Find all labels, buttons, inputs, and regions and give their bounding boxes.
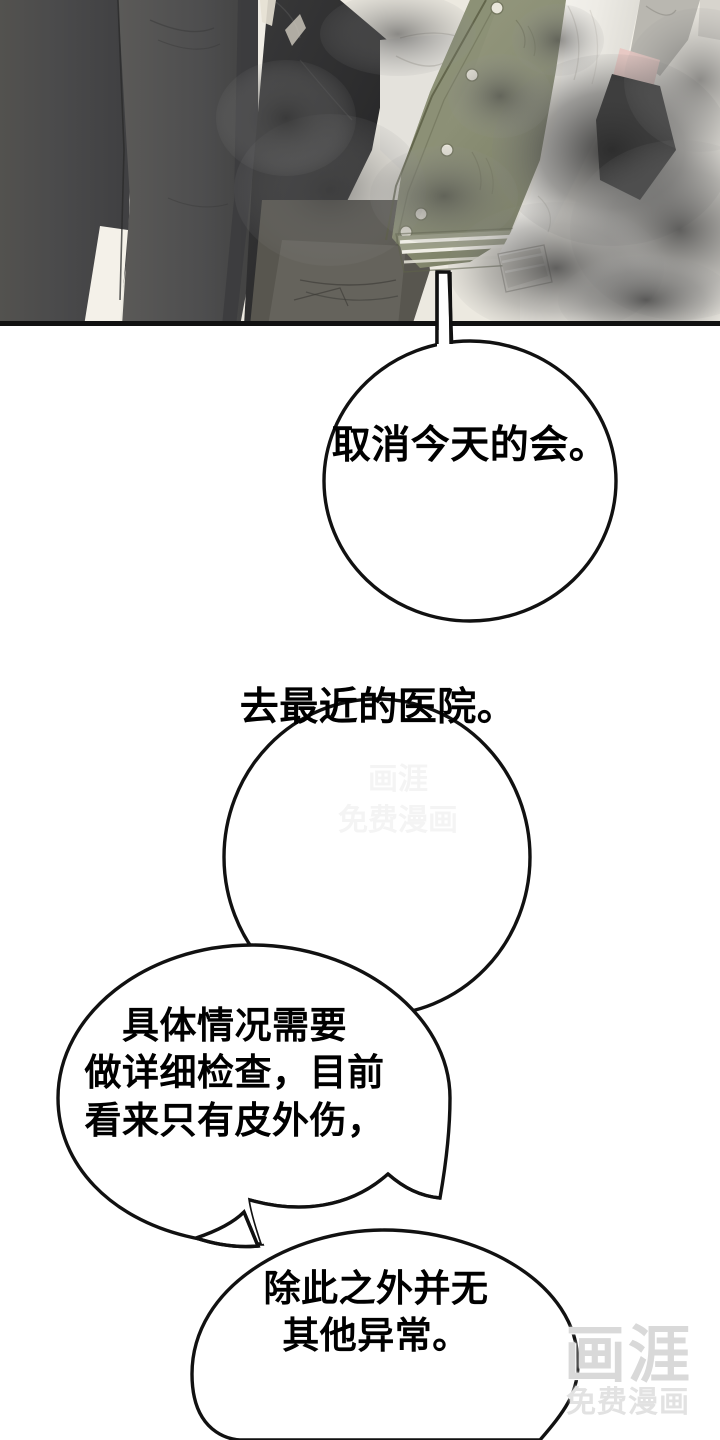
bubble-3-tail <box>190 1208 261 1249</box>
speech-bubble-detailed-exam-text: 具体情况需要 做详细检查，目前 看来只有皮外伤， <box>84 1004 385 1142</box>
site-watermark: 画涯 免费漫画 <box>542 1324 714 1418</box>
bubble-1-outline <box>322 339 618 623</box>
speech-bubble-no-other-abnormality-text: 除此之外并无 其他异常。 <box>263 1267 489 1358</box>
bubble-2-outline <box>222 697 532 1017</box>
ghost-watermark-main: 画涯 <box>368 762 428 797</box>
panel-artwork <box>0 0 720 321</box>
watermark-title: 画涯 <box>563 1318 692 1391</box>
illustration-panel <box>0 0 720 326</box>
speech-bubble-cancel-meeting-text: 取消今天的会。 <box>331 423 609 468</box>
watermark-subtitle: 免费漫画 <box>566 1385 690 1420</box>
speech-bubble-nearest-hospital-text: 去最近的医院。 <box>239 685 517 730</box>
bubble-join-mask <box>250 1174 404 1244</box>
ghost-watermark-sub: 免费漫画 <box>338 802 458 838</box>
ghost-watermark: 画涯 免费漫画 <box>318 760 478 841</box>
